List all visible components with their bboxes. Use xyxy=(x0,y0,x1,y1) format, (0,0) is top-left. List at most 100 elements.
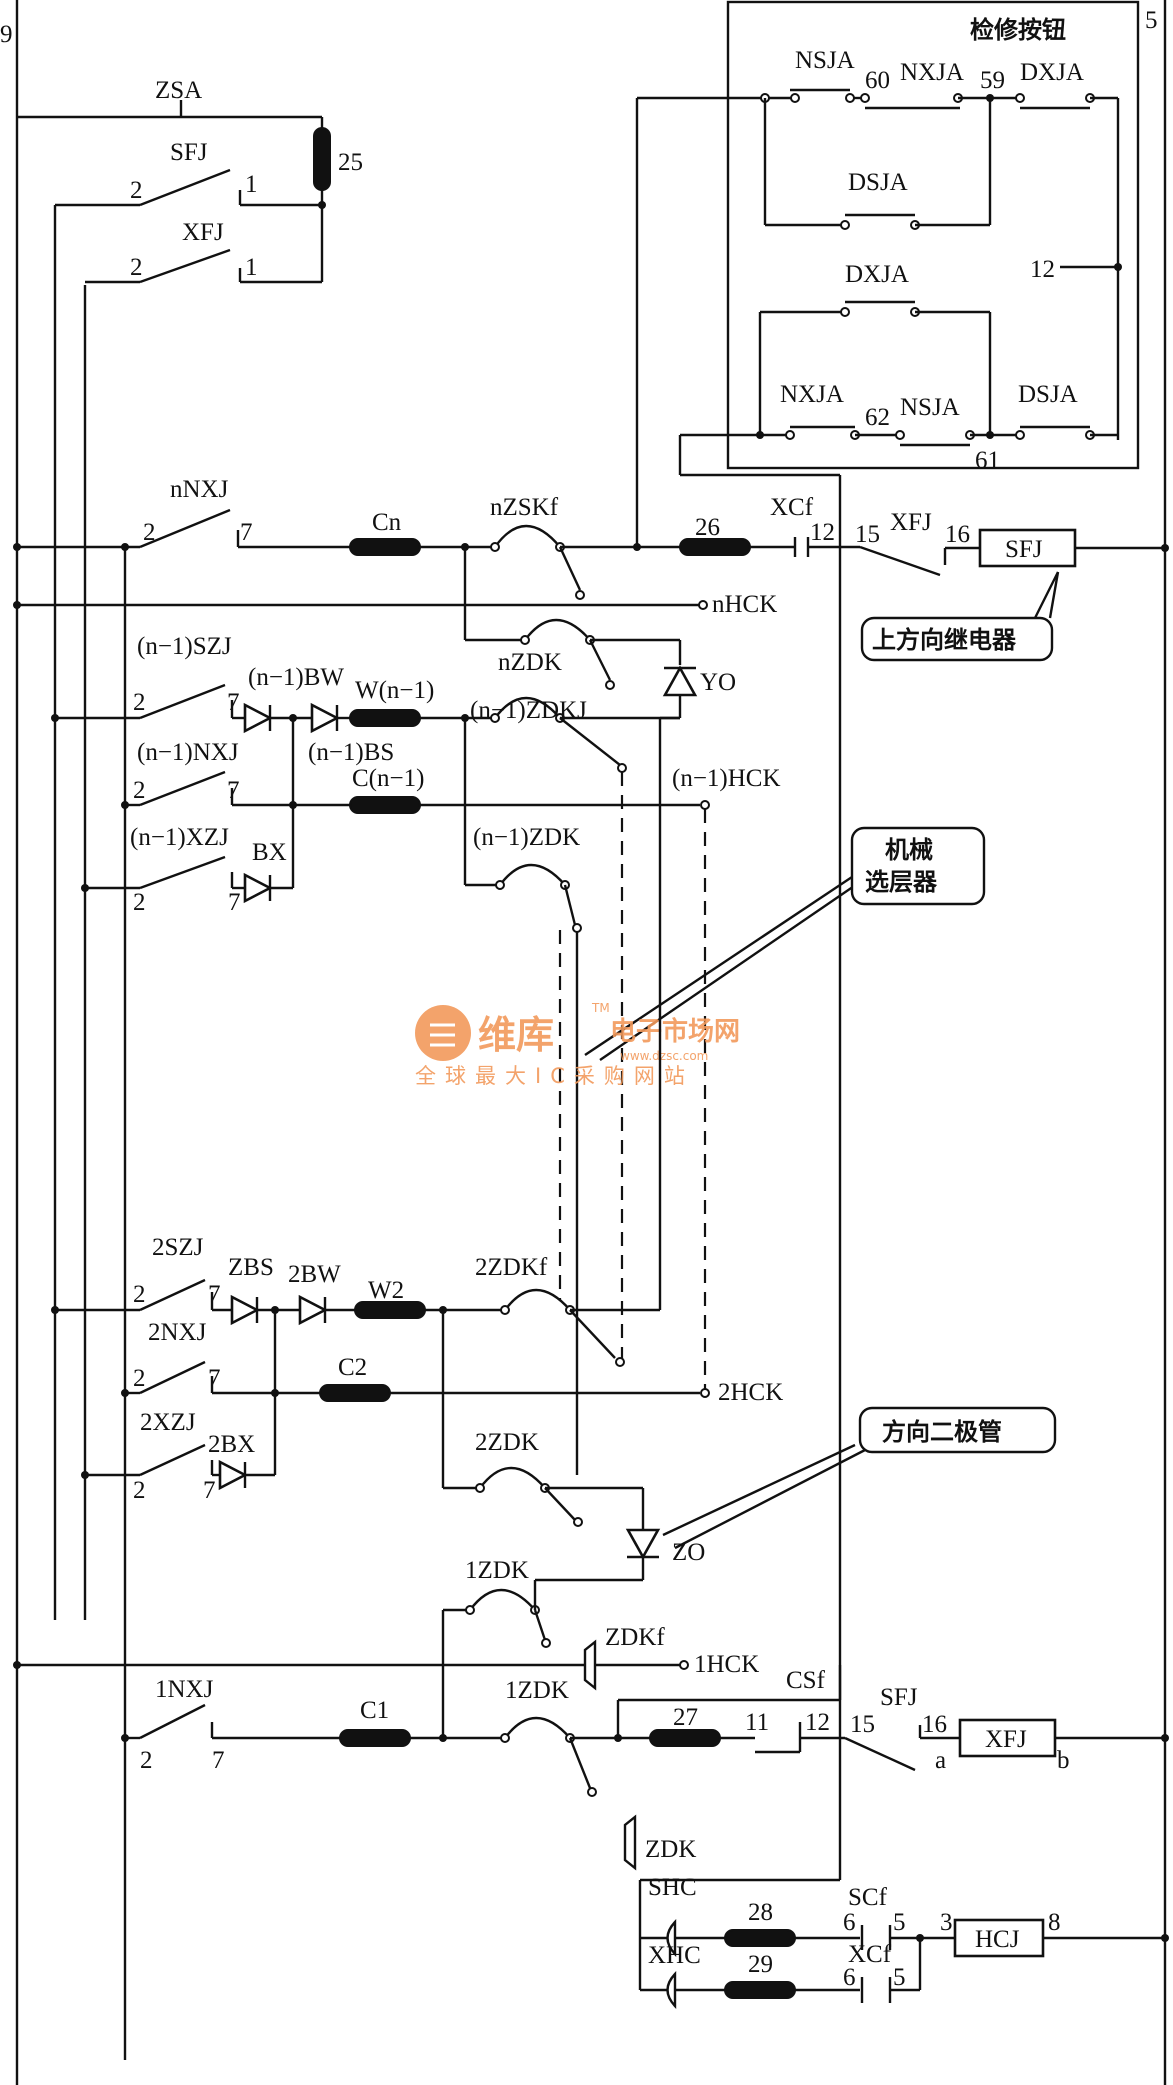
xfj-coil-label: XFJ xyxy=(985,1726,1027,1753)
sfj-contact xyxy=(139,168,231,207)
junction xyxy=(986,431,994,439)
terminal xyxy=(475,1483,485,1493)
csf-label: CSf xyxy=(786,1667,826,1694)
sfj-coil-label: SFJ xyxy=(1005,536,1043,563)
junction xyxy=(13,601,21,609)
1hck-terminal xyxy=(679,1660,689,1670)
pin-label: 8 xyxy=(1048,1909,1061,1936)
dxja-label-2: DXJA xyxy=(845,261,909,288)
2zdk-contact xyxy=(479,1466,546,1489)
2bw-diode xyxy=(298,1294,328,1326)
nzskf-contact xyxy=(494,524,561,548)
pin-label: 12 xyxy=(805,1709,830,1736)
wire xyxy=(568,1737,592,1789)
terminal xyxy=(575,590,585,600)
1zdk-upper-label: 1ZDK xyxy=(465,1557,529,1584)
n1zdkj-label: (n−1)ZDKJ xyxy=(470,697,587,724)
n1bw-label: (n−1)BW xyxy=(248,664,344,691)
callout-leader xyxy=(1033,571,1060,619)
1zdk-lower-label: 1ZDK xyxy=(505,1677,569,1704)
nsja-label-2: NSJA xyxy=(900,394,960,421)
wn1-label: W(n−1) xyxy=(355,677,434,704)
pin-label: 5 xyxy=(893,1964,906,1991)
shc-button-icon xyxy=(666,1918,677,1958)
terminal xyxy=(615,1357,625,1367)
terminal xyxy=(840,220,850,230)
2nxj-label: 2NXJ xyxy=(148,1319,207,1346)
pin-label: 2 xyxy=(130,254,143,281)
terminal xyxy=(860,93,870,103)
n1nxj-contact xyxy=(139,770,226,807)
2hck-terminal xyxy=(700,1388,710,1398)
junction xyxy=(81,884,89,892)
wire xyxy=(563,884,577,926)
pin-label: 11 xyxy=(745,1709,769,1736)
resistor-26 xyxy=(679,538,751,556)
sfj-interlock xyxy=(844,1736,916,1772)
zsa-label: ZSA xyxy=(155,77,202,104)
direction-diode-callout-text: 方向二极管 xyxy=(882,1418,1002,1446)
pin-label: 2 xyxy=(140,1747,153,1774)
junction xyxy=(1114,263,1122,271)
pin-label: 6 xyxy=(843,1964,856,1991)
selector-callout xyxy=(850,826,986,906)
w2-label: W2 xyxy=(368,1277,404,1304)
pin-label: 2 xyxy=(133,777,146,804)
coil-terminal-b: b xyxy=(1057,1747,1070,1774)
direction-diode-callout xyxy=(858,1406,1057,1454)
pin-label: 7 xyxy=(240,519,253,546)
terminal xyxy=(895,430,905,440)
right-rail-label: 5 xyxy=(1145,7,1158,34)
wire xyxy=(558,546,582,591)
n1szj-contact xyxy=(139,683,226,720)
pin-label: 2 xyxy=(130,177,143,204)
resistor-25 xyxy=(313,127,331,191)
n1szj-label: (n−1)SZJ xyxy=(137,633,232,660)
capacitor-cn xyxy=(349,538,421,556)
watermark-tm: TM xyxy=(591,1001,610,1015)
pin-label: 7 xyxy=(212,1747,225,1774)
2xzj-label: 2XZJ xyxy=(140,1409,196,1436)
capacitor-c2 xyxy=(319,1384,391,1402)
n1nxj-label: (n−1)NXJ xyxy=(137,739,239,766)
junction xyxy=(81,1471,89,1479)
resistor-w2 xyxy=(354,1301,426,1319)
selector-callout-l1: 机械 xyxy=(885,836,933,864)
terminal xyxy=(495,880,505,890)
junction xyxy=(121,543,129,551)
1hck-label: 1HCK xyxy=(694,1651,759,1678)
junction xyxy=(13,1661,21,1669)
watermark-url: www.dzsc.com xyxy=(620,1049,708,1063)
pin-label: 5 xyxy=(893,1909,906,1936)
n1zdk-contact xyxy=(499,863,566,886)
callout-leader xyxy=(1048,571,1060,619)
callout-leader xyxy=(584,874,856,1056)
inspection-panel-title: 检修按钮 xyxy=(970,16,1066,44)
2bx-diode xyxy=(218,1459,248,1491)
pin-label: 2 xyxy=(133,1281,146,1308)
terminal-61-label: 61 xyxy=(975,447,1000,474)
nzdk-contact xyxy=(524,618,591,641)
terminal-12-label: 12 xyxy=(1030,256,1055,283)
c2-label: C2 xyxy=(338,1354,367,1381)
nnxj-contact xyxy=(139,508,231,549)
terminal xyxy=(605,680,615,690)
wire xyxy=(588,639,612,681)
bx-diode xyxy=(243,872,273,904)
pin-label: 7 xyxy=(227,689,240,716)
2nxj-contact xyxy=(139,1360,206,1395)
pin-label: 7 xyxy=(228,889,241,916)
junction xyxy=(121,1389,129,1397)
pin-label: 2 xyxy=(133,1365,146,1392)
bx-label: BX xyxy=(252,839,287,866)
terminal xyxy=(520,635,530,645)
watermark-slogan: 全球最大IC采购网站 xyxy=(415,1064,694,1088)
xhc-label: XHC xyxy=(648,1942,701,1969)
n1xzj-contact xyxy=(139,855,226,890)
nhck-terminal xyxy=(698,600,708,610)
xcf-label: XCf xyxy=(770,494,814,521)
zdk-label: ZDK xyxy=(645,1836,696,1863)
2zdk-label: 2ZDK xyxy=(475,1429,539,1456)
wire xyxy=(533,1609,547,1641)
up-relay-callout xyxy=(860,616,1054,662)
